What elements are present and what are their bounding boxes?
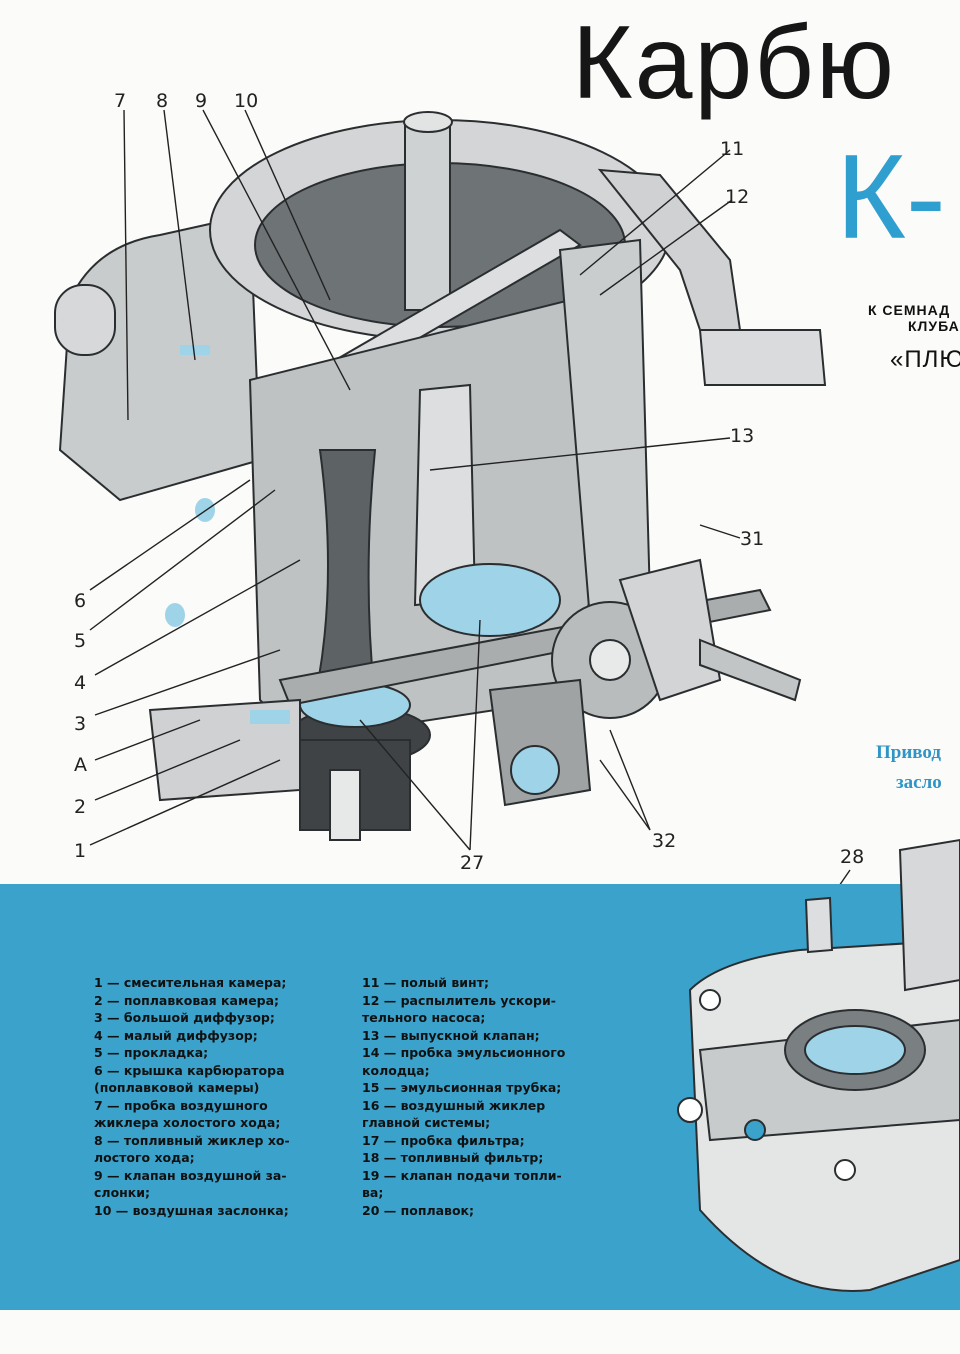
legend-item: слонки; [94,1185,151,1200]
model-title: К- [836,130,946,264]
callout-7: 7 [114,90,127,112]
legend-column-1: 1 — смесительная камера; 2 — поплавковая… [94,974,326,1219]
legend-column-2: 11 — полый винт; 12 — распылитель ускори… [362,974,594,1219]
subtitle-line-1: К СЕМНАД [868,302,951,318]
legend-item: 20 — поплавок; [362,1202,475,1218]
legend-item: 17 — пробка фильтра; [362,1132,525,1148]
callout-6: 6 [74,590,87,612]
callout-11: 11 [720,138,745,160]
legend-item: 6 — крышка карбюратора [94,1062,285,1078]
callout-27: 27 [460,852,485,874]
drive-caption-line-2: засло [896,772,942,793]
subtitle-line-3: «ПЛЮ [890,346,960,373]
legend-item: 16 — воздушный жиклер [362,1097,546,1113]
callout-28: 28 [840,846,865,868]
callout-2: 2 [74,796,87,818]
legend-item: тельного насоса; [362,1010,486,1025]
legend-item: главной системы; [362,1115,491,1130]
callout-10: 10 [234,90,259,112]
callout-1: 1 [74,840,87,862]
legend-item: 8 — топливный жиклер хо- [94,1132,290,1148]
subtitle-line-2: КЛУБА [908,318,960,334]
legend-item: 13 — выпускной клапан; [362,1027,540,1043]
carburetor-illustration [54,109,851,900]
callout-9: 9 [195,90,208,112]
legend-item: (поплавковой камеры) [94,1080,260,1095]
callout-31: 31 [740,528,765,550]
legend-item: 9 — клапан воздушной за- [94,1167,287,1183]
callout-12: 12 [725,186,750,208]
legend-item: 7 — пробка воздушного [94,1097,268,1113]
legend-item: 11 — полый винт; [362,975,489,990]
legend-item: 4 — малый диффузор; [94,1027,258,1043]
legend-item: лостого хода; [94,1150,195,1165]
legend-item: 12 — распылитель ускори- [362,992,556,1008]
callout-5: 5 [74,630,87,652]
legend-item: 14 — пробка эмульсионного [362,1045,566,1060]
legend-item: 10 — воздушная заслонка; [94,1202,289,1218]
legend-item: ва; [362,1185,384,1200]
callout-32: 32 [652,830,677,852]
legend-item: 19 — клапан подачи топли- [362,1167,562,1183]
callout-a: А [74,754,87,776]
legend-item: 3 — большой диффузор; [94,1010,275,1025]
legend-item: жиклера холостого хода; [94,1115,281,1130]
legend-item: 5 — прокладка; [94,1045,209,1060]
callout-8: 8 [156,90,169,112]
page-title: Карбю [572,5,896,121]
legend-item: 2 — поплавковая камера; [94,992,280,1008]
page-bottom-margin [0,1310,960,1354]
legend-item: колодца; [362,1062,430,1078]
callout-3: 3 [74,713,87,735]
legend-item: 18 — топливный фильтр; [362,1150,544,1165]
drive-caption-line-1: Привод [876,742,941,763]
callout-13: 13 [730,425,755,447]
legend-item: 15 — эмульсионная трубка; [362,1080,562,1095]
callout-4: 4 [74,672,87,694]
legend-item: 1 — смесительная камера; [94,975,287,990]
